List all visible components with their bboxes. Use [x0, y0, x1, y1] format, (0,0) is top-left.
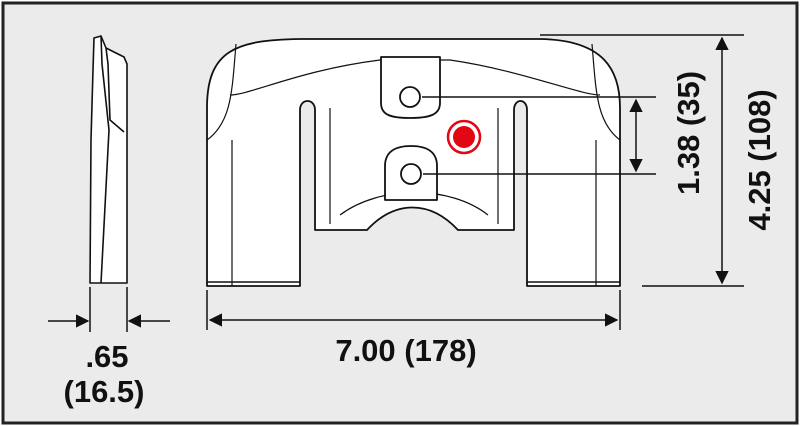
hole-spacing-label: 1.38 (35): [671, 71, 706, 195]
hole-marker-icon: [453, 126, 475, 148]
thickness-mm-label: (16.5): [64, 374, 145, 409]
height-label: 4.25 (108): [742, 89, 777, 230]
side-profile-view: [89, 35, 128, 284]
side-profile-outline: [89, 35, 128, 284]
height-dimension: [540, 34, 744, 287]
side-profile-slope-line: [105, 47, 125, 133]
hole-spacing-dimension: [422, 96, 656, 175]
anode-face-edge: [231, 108, 597, 286]
thickness-dimension: [48, 287, 170, 332]
upper-mount-hole: [399, 86, 421, 108]
side-profile-inner-edge: [100, 35, 110, 284]
width-dimension: [206, 290, 621, 330]
width-label: 7.00 (178): [335, 333, 476, 368]
lower-mount-hole: [400, 163, 422, 185]
front-view: [206, 38, 621, 287]
thickness-inches-label: .65: [85, 339, 128, 374]
